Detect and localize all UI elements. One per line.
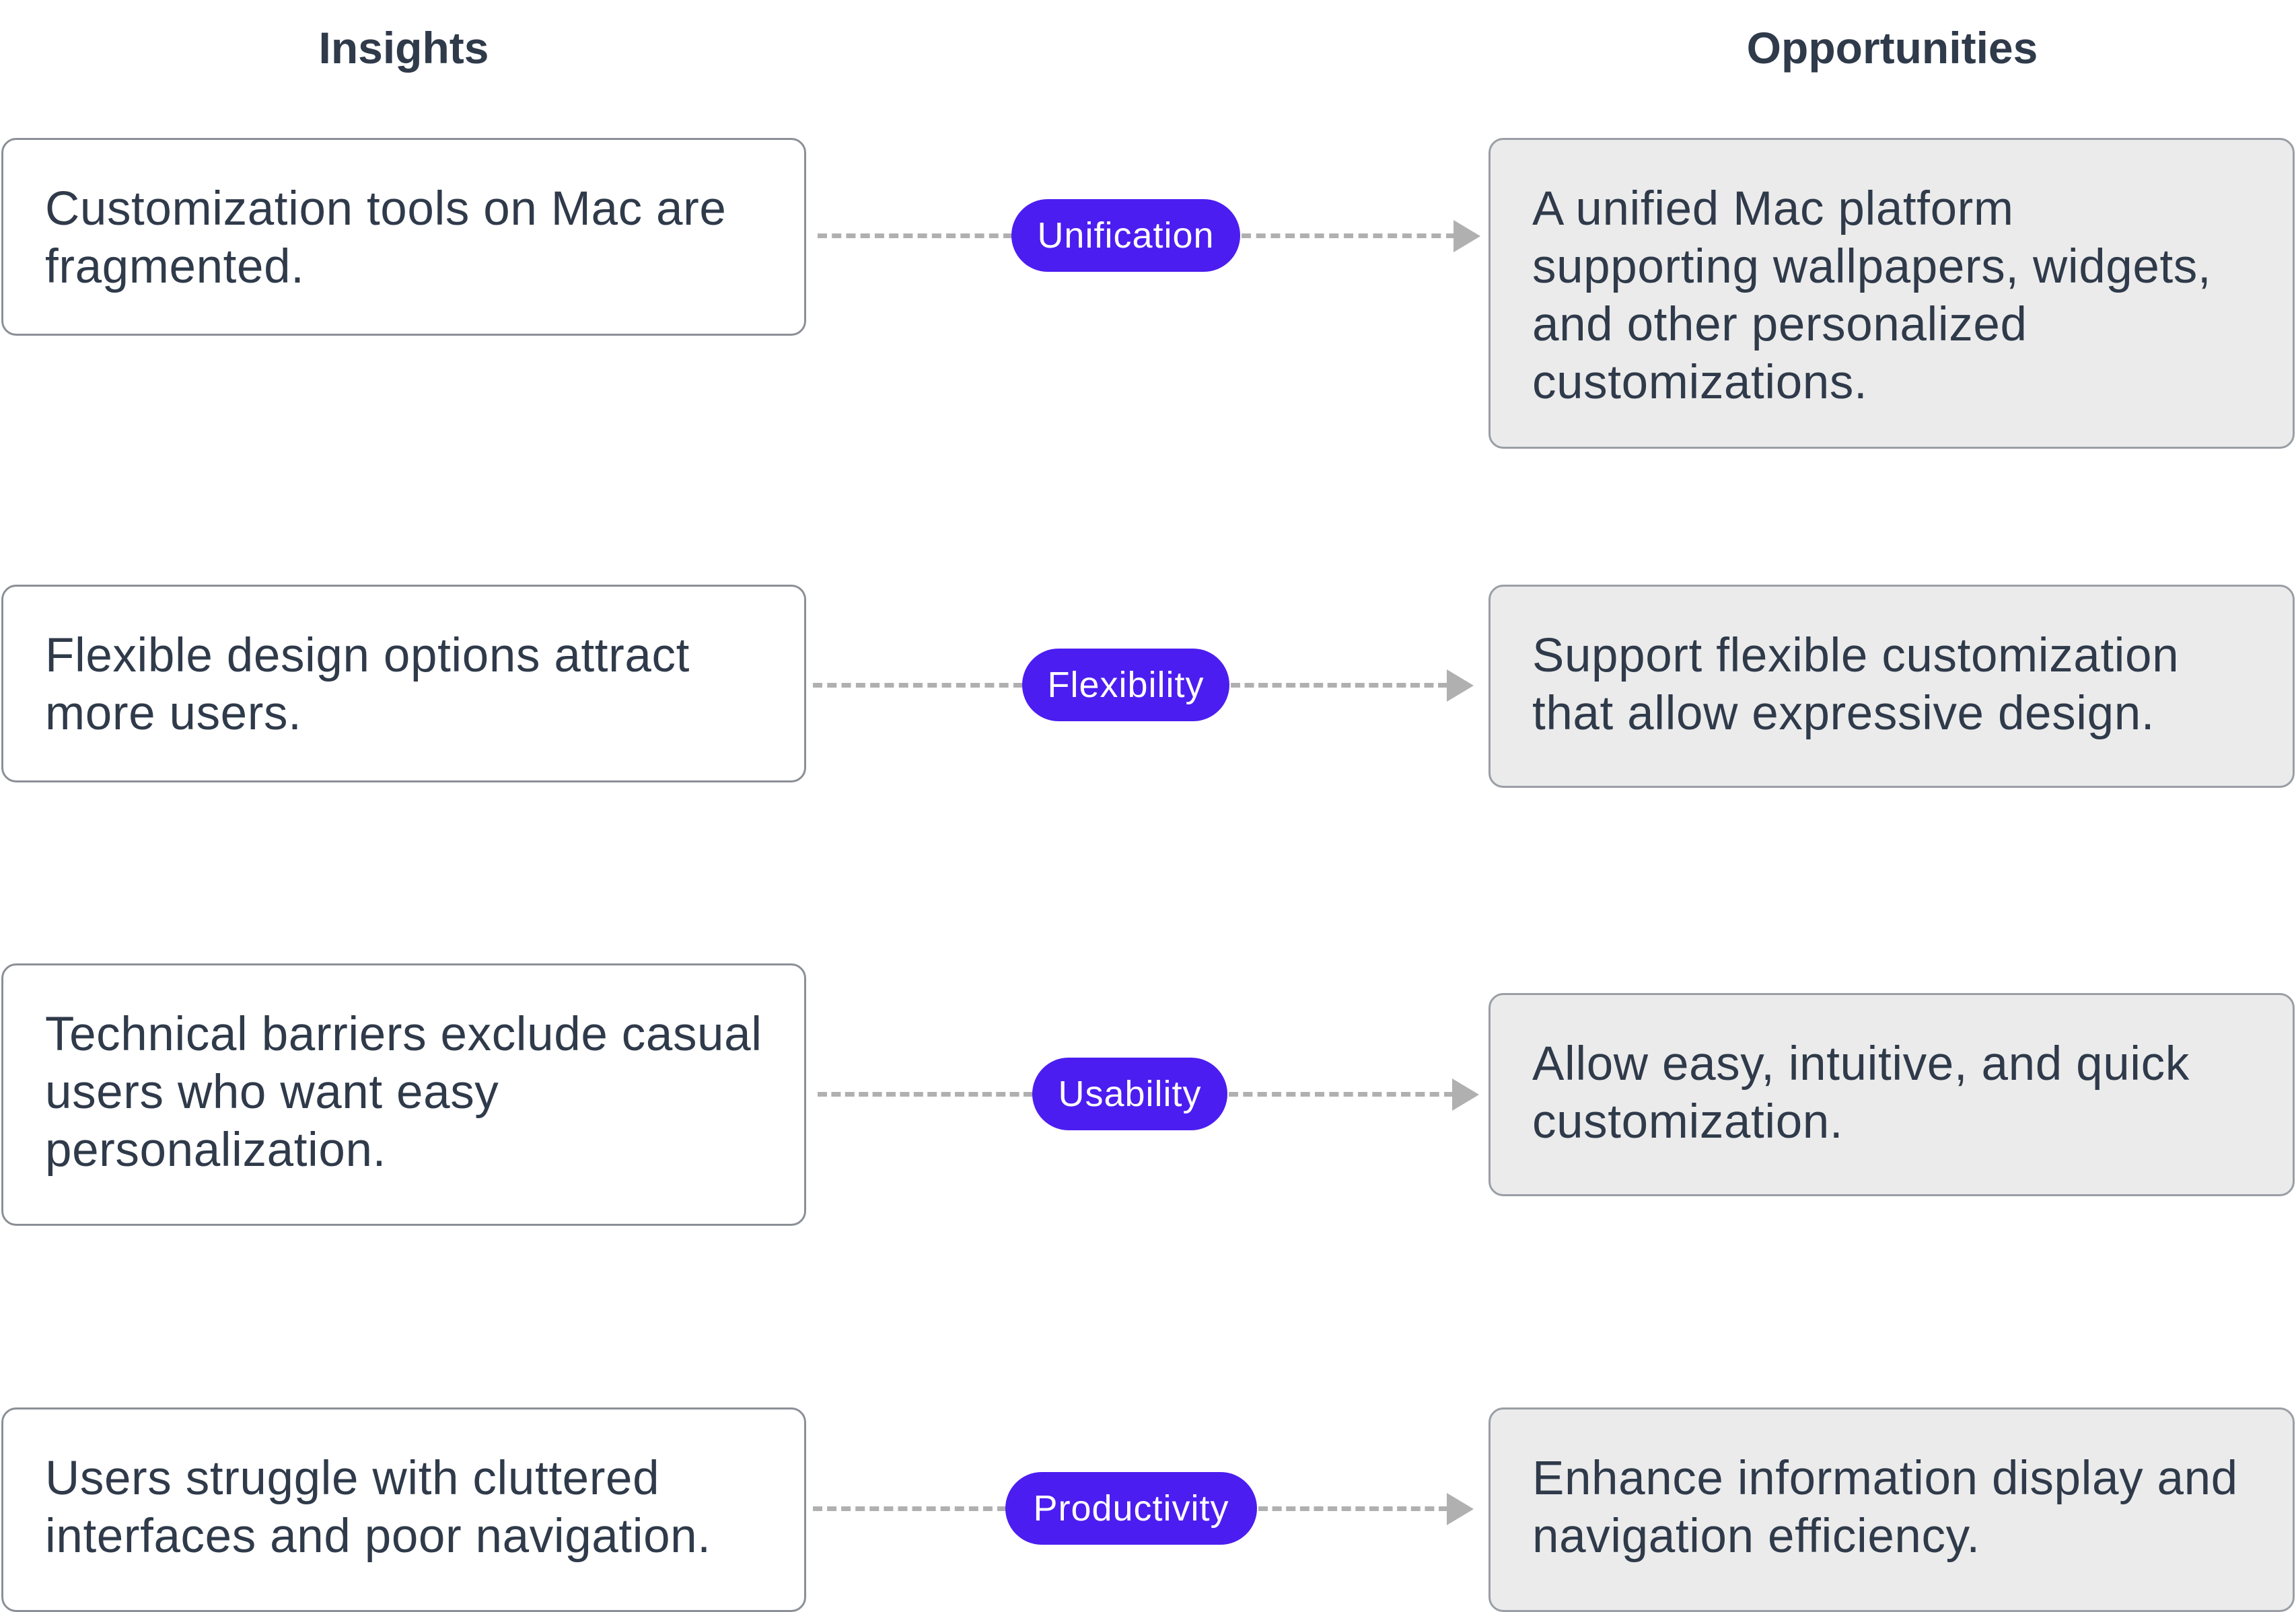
insight-text: Flexible design options attract more use…: [45, 629, 690, 740]
theme-pill: Usability: [1032, 1058, 1227, 1130]
insight-text: Customization tools on Mac are fragmente…: [45, 182, 727, 293]
opportunity-text: A unified Mac platform supporting wallpa…: [1532, 182, 2212, 409]
connector-line: [818, 1092, 1033, 1097]
insight-box: Users struggle with cluttered interfaces…: [1, 1407, 806, 1612]
theme-pill: Flexibility: [1022, 649, 1229, 721]
insight-box: Customization tools on Mac are fragmente…: [1, 138, 806, 336]
insight-text: Technical barriers exclude casual users …: [45, 1008, 762, 1177]
arrow-icon: [1447, 669, 1474, 702]
connector-line: [813, 1506, 1007, 1511]
opportunity-text: Enhance information display and navigati…: [1532, 1452, 2238, 1563]
opportunity-box: Allow easy, intuitive, and quick customi…: [1488, 993, 2295, 1196]
arrow-icon: [1452, 1078, 1479, 1111]
opportunity-text: Allow easy, intuitive, and quick customi…: [1532, 1037, 2190, 1148]
opportunity-box: A unified Mac platform supporting wallpa…: [1488, 138, 2295, 449]
opportunity-box: Enhance information display and navigati…: [1488, 1407, 2295, 1612]
insight-text: Users struggle with cluttered interfaces…: [45, 1452, 711, 1563]
opportunities-header: Opportunities: [1746, 23, 2038, 73]
arrow-icon: [1447, 1493, 1474, 1525]
connector-line: [1229, 1092, 1454, 1097]
insight-box: Technical barriers exclude casual users …: [1, 963, 806, 1226]
insight-box: Flexible design options attract more use…: [1, 585, 806, 782]
opportunity-box: Support flexible customization that allo…: [1488, 585, 2295, 788]
theme-pill: Unification: [1011, 199, 1240, 272]
opportunity-text: Support flexible customization that allo…: [1532, 629, 2180, 740]
connector-line: [818, 233, 1013, 238]
insights-header: Insights: [318, 23, 489, 73]
connector-line: [813, 683, 1023, 688]
connector-line: [1242, 233, 1456, 238]
connector-line: [1258, 1506, 1448, 1511]
connector-line: [1231, 683, 1447, 688]
arrow-icon: [1454, 220, 1480, 252]
theme-pill: Productivity: [1005, 1472, 1257, 1545]
